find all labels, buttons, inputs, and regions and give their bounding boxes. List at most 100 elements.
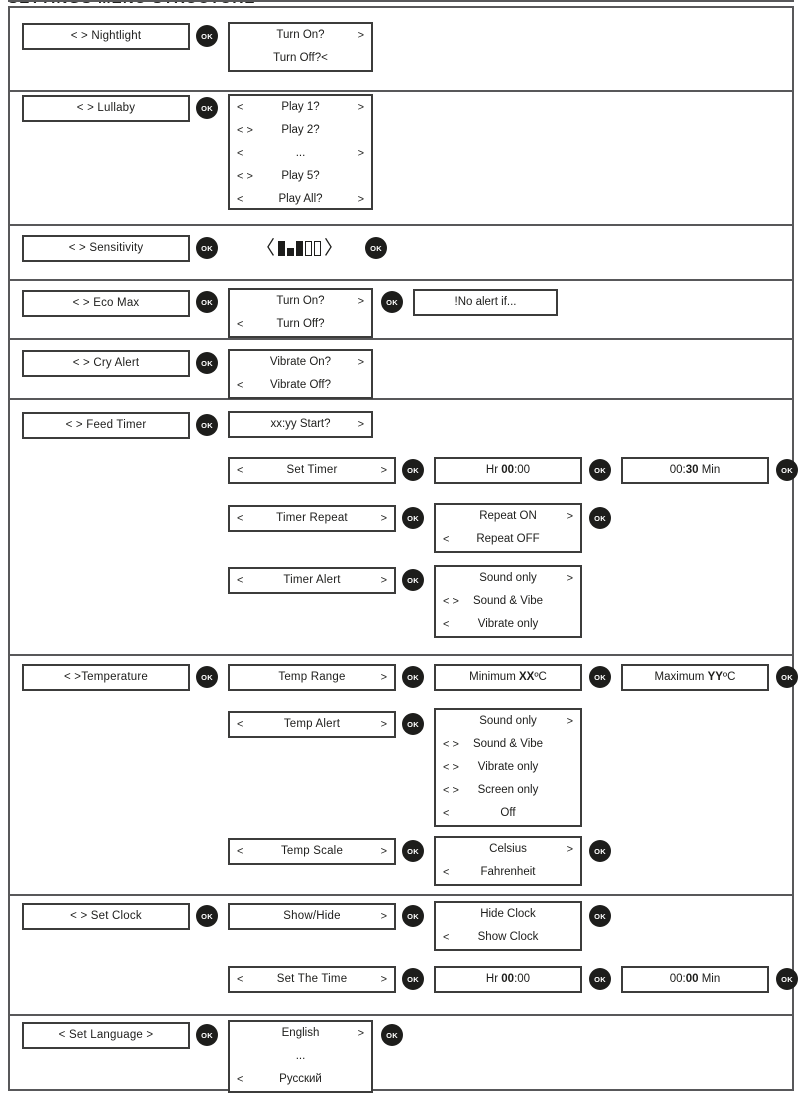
submenu-temp-range[interactable]: Temp Range > xyxy=(228,664,396,691)
option-row[interactable]: < > Play 5? xyxy=(230,165,371,188)
ok-button[interactable]: OK xyxy=(365,237,387,259)
option-row[interactable]: < > Sound & Vibe xyxy=(436,733,580,756)
option-row[interactable]: < Fahrenheit xyxy=(436,861,580,884)
ok-button[interactable]: OK xyxy=(196,352,218,374)
options-temp-scale[interactable]: Celsius > < Fahrenheit xyxy=(434,836,582,886)
options-lullaby[interactable]: < Play 1? > < > Play 2? < ... > < > Play… xyxy=(228,94,373,210)
option-label: Celsius xyxy=(489,842,527,855)
option-row[interactable]: < Repeat OFF xyxy=(436,528,580,551)
ok-button[interactable]: OK xyxy=(402,666,424,688)
option-row[interactable]: Turn On? > xyxy=(230,24,371,47)
option-label: Play All? xyxy=(278,192,323,205)
option-row[interactable]: < ... > xyxy=(230,142,371,165)
ok-button[interactable]: OK xyxy=(589,905,611,927)
menu-item-sensitivity[interactable]: < > Sensitivity xyxy=(22,235,190,262)
option-row[interactable]: < Off xyxy=(436,802,580,825)
right-bracket-icon: 〉 xyxy=(324,236,344,259)
ok-button[interactable]: OK xyxy=(589,840,611,862)
submenu-show-hide[interactable]: Show/Hide > xyxy=(228,903,396,930)
ok-button[interactable]: OK xyxy=(776,459,798,481)
value-clock-hour[interactable]: Hr 00:00 xyxy=(434,966,582,993)
ok-button[interactable]: OK xyxy=(402,569,424,591)
value-temp-maximum[interactable]: Maximum YYºC xyxy=(621,664,769,691)
options-timer-alert[interactable]: Sound only > < > Sound & Vibe < Vibrate … xyxy=(434,565,582,638)
left-arrow: < xyxy=(443,533,450,545)
option-row[interactable]: Sound only > xyxy=(436,567,580,590)
submenu-temp-alert[interactable]: < Temp Alert > xyxy=(228,711,396,738)
ok-button[interactable]: OK xyxy=(196,291,218,313)
ok-button[interactable]: OK xyxy=(381,1024,403,1046)
option-row[interactable]: English > xyxy=(230,1022,371,1045)
option-row[interactable]: Repeat ON > xyxy=(436,505,580,528)
ok-button[interactable]: OK xyxy=(589,459,611,481)
value-set-timer-minute[interactable]: 00:30 Min xyxy=(621,457,769,484)
ok-button[interactable]: OK xyxy=(196,25,218,47)
options-nightlight[interactable]: Turn On? > Turn Off?< xyxy=(228,22,373,72)
option-row[interactable]: < Show Clock xyxy=(436,926,580,949)
ok-button[interactable]: OK xyxy=(402,840,424,862)
ok-button[interactable]: OK xyxy=(402,968,424,990)
option-row[interactable]: < Vibrate Off? xyxy=(230,374,371,397)
submenu-timer-alert[interactable]: < Timer Alert > xyxy=(228,567,396,594)
ok-button[interactable]: OK xyxy=(776,666,798,688)
option-row[interactable]: < Turn Off? xyxy=(230,313,371,336)
option-row[interactable]: Hide Clock xyxy=(436,903,580,926)
submenu-timer-repeat[interactable]: < Timer Repeat > xyxy=(228,505,396,532)
value-clock-minute[interactable]: 00:00 Min xyxy=(621,966,769,993)
option-row[interactable]: Turn On? > xyxy=(230,290,371,313)
menu-label: < > Lullaby xyxy=(76,101,136,114)
menu-item-feed-timer[interactable]: < > Feed Timer xyxy=(22,412,190,439)
ok-button[interactable]: OK xyxy=(589,507,611,529)
option-row[interactable]: < > Play 2? xyxy=(230,119,371,142)
ok-button[interactable]: OK xyxy=(589,968,611,990)
feed-timer-start[interactable]: xx:yy Start? > xyxy=(228,411,373,438)
ok-button[interactable]: OK xyxy=(196,905,218,927)
option-label: Vibrate only xyxy=(477,760,539,773)
menu-item-nightlight[interactable]: < > Nightlight xyxy=(22,23,190,50)
menu-item-eco-max[interactable]: < > Eco Max xyxy=(22,290,190,317)
options-temp-alert[interactable]: Sound only > < > Sound & Vibe < > Vibrat… xyxy=(434,708,582,827)
submenu-set-the-time[interactable]: < Set The Time > xyxy=(228,966,396,993)
options-timer-repeat[interactable]: Repeat ON > < Repeat OFF xyxy=(434,503,582,553)
menu-item-lullaby[interactable]: < > Lullaby xyxy=(22,95,190,122)
option-row[interactable]: < Vibrate only xyxy=(436,613,580,636)
ok-button[interactable]: OK xyxy=(196,666,218,688)
ok-button[interactable]: OK xyxy=(402,905,424,927)
option-row[interactable]: < > Screen only xyxy=(436,779,580,802)
option-row[interactable]: < Play All? > xyxy=(230,188,371,211)
options-set-language[interactable]: English > ... < Русский xyxy=(228,1020,373,1093)
ok-button[interactable]: OK xyxy=(196,1024,218,1046)
option-row[interactable]: < Play 1? > xyxy=(230,96,371,119)
ok-button[interactable]: OK xyxy=(402,713,424,735)
option-row[interactable]: Vibrate On? > xyxy=(230,351,371,374)
option-row[interactable]: < > Vibrate only xyxy=(436,756,580,779)
option-row[interactable]: < > Sound & Vibe xyxy=(436,590,580,613)
options-cry-alert[interactable]: Vibrate On? > < Vibrate Off? xyxy=(228,349,373,399)
ok-button[interactable]: OK xyxy=(196,97,218,119)
option-row[interactable]: ... xyxy=(230,1045,371,1068)
value-temp-minimum[interactable]: Minimum XXºC xyxy=(434,664,582,691)
submenu-temp-scale[interactable]: < Temp Scale > xyxy=(228,838,396,865)
ok-button[interactable]: OK xyxy=(776,968,798,990)
options-eco-max[interactable]: Turn On? > < Turn Off? xyxy=(228,288,373,338)
menu-item-cry-alert[interactable]: < > Cry Alert xyxy=(22,350,190,377)
option-row[interactable]: < Русский xyxy=(230,1068,371,1091)
ok-button[interactable]: OK xyxy=(381,291,403,313)
ok-button[interactable]: OK xyxy=(402,507,424,529)
value-set-timer-hour[interactable]: Hr 00:00 xyxy=(434,457,582,484)
option-row[interactable]: Celsius > xyxy=(436,838,580,861)
ok-button[interactable]: OK xyxy=(196,414,218,436)
option-row[interactable]: Turn Off?< xyxy=(230,47,371,70)
option-label: Vibrate On? xyxy=(269,355,332,368)
submenu-set-timer[interactable]: < Set Timer > xyxy=(228,457,396,484)
options-show-hide[interactable]: Hide Clock < Show Clock xyxy=(434,901,582,951)
ok-button[interactable]: OK xyxy=(196,237,218,259)
menu-item-temperature[interactable]: < >Temperature xyxy=(22,664,190,691)
ok-button[interactable]: OK xyxy=(402,459,424,481)
option-row[interactable]: Sound only > xyxy=(436,710,580,733)
right-arrow: > xyxy=(380,512,387,524)
menu-item-set-clock[interactable]: < > Set Clock xyxy=(22,903,190,930)
menu-item-set-language[interactable]: < Set Language > xyxy=(22,1022,190,1049)
sensitivity-level-meter[interactable]: 〈 〉 xyxy=(256,238,343,258)
ok-button[interactable]: OK xyxy=(589,666,611,688)
